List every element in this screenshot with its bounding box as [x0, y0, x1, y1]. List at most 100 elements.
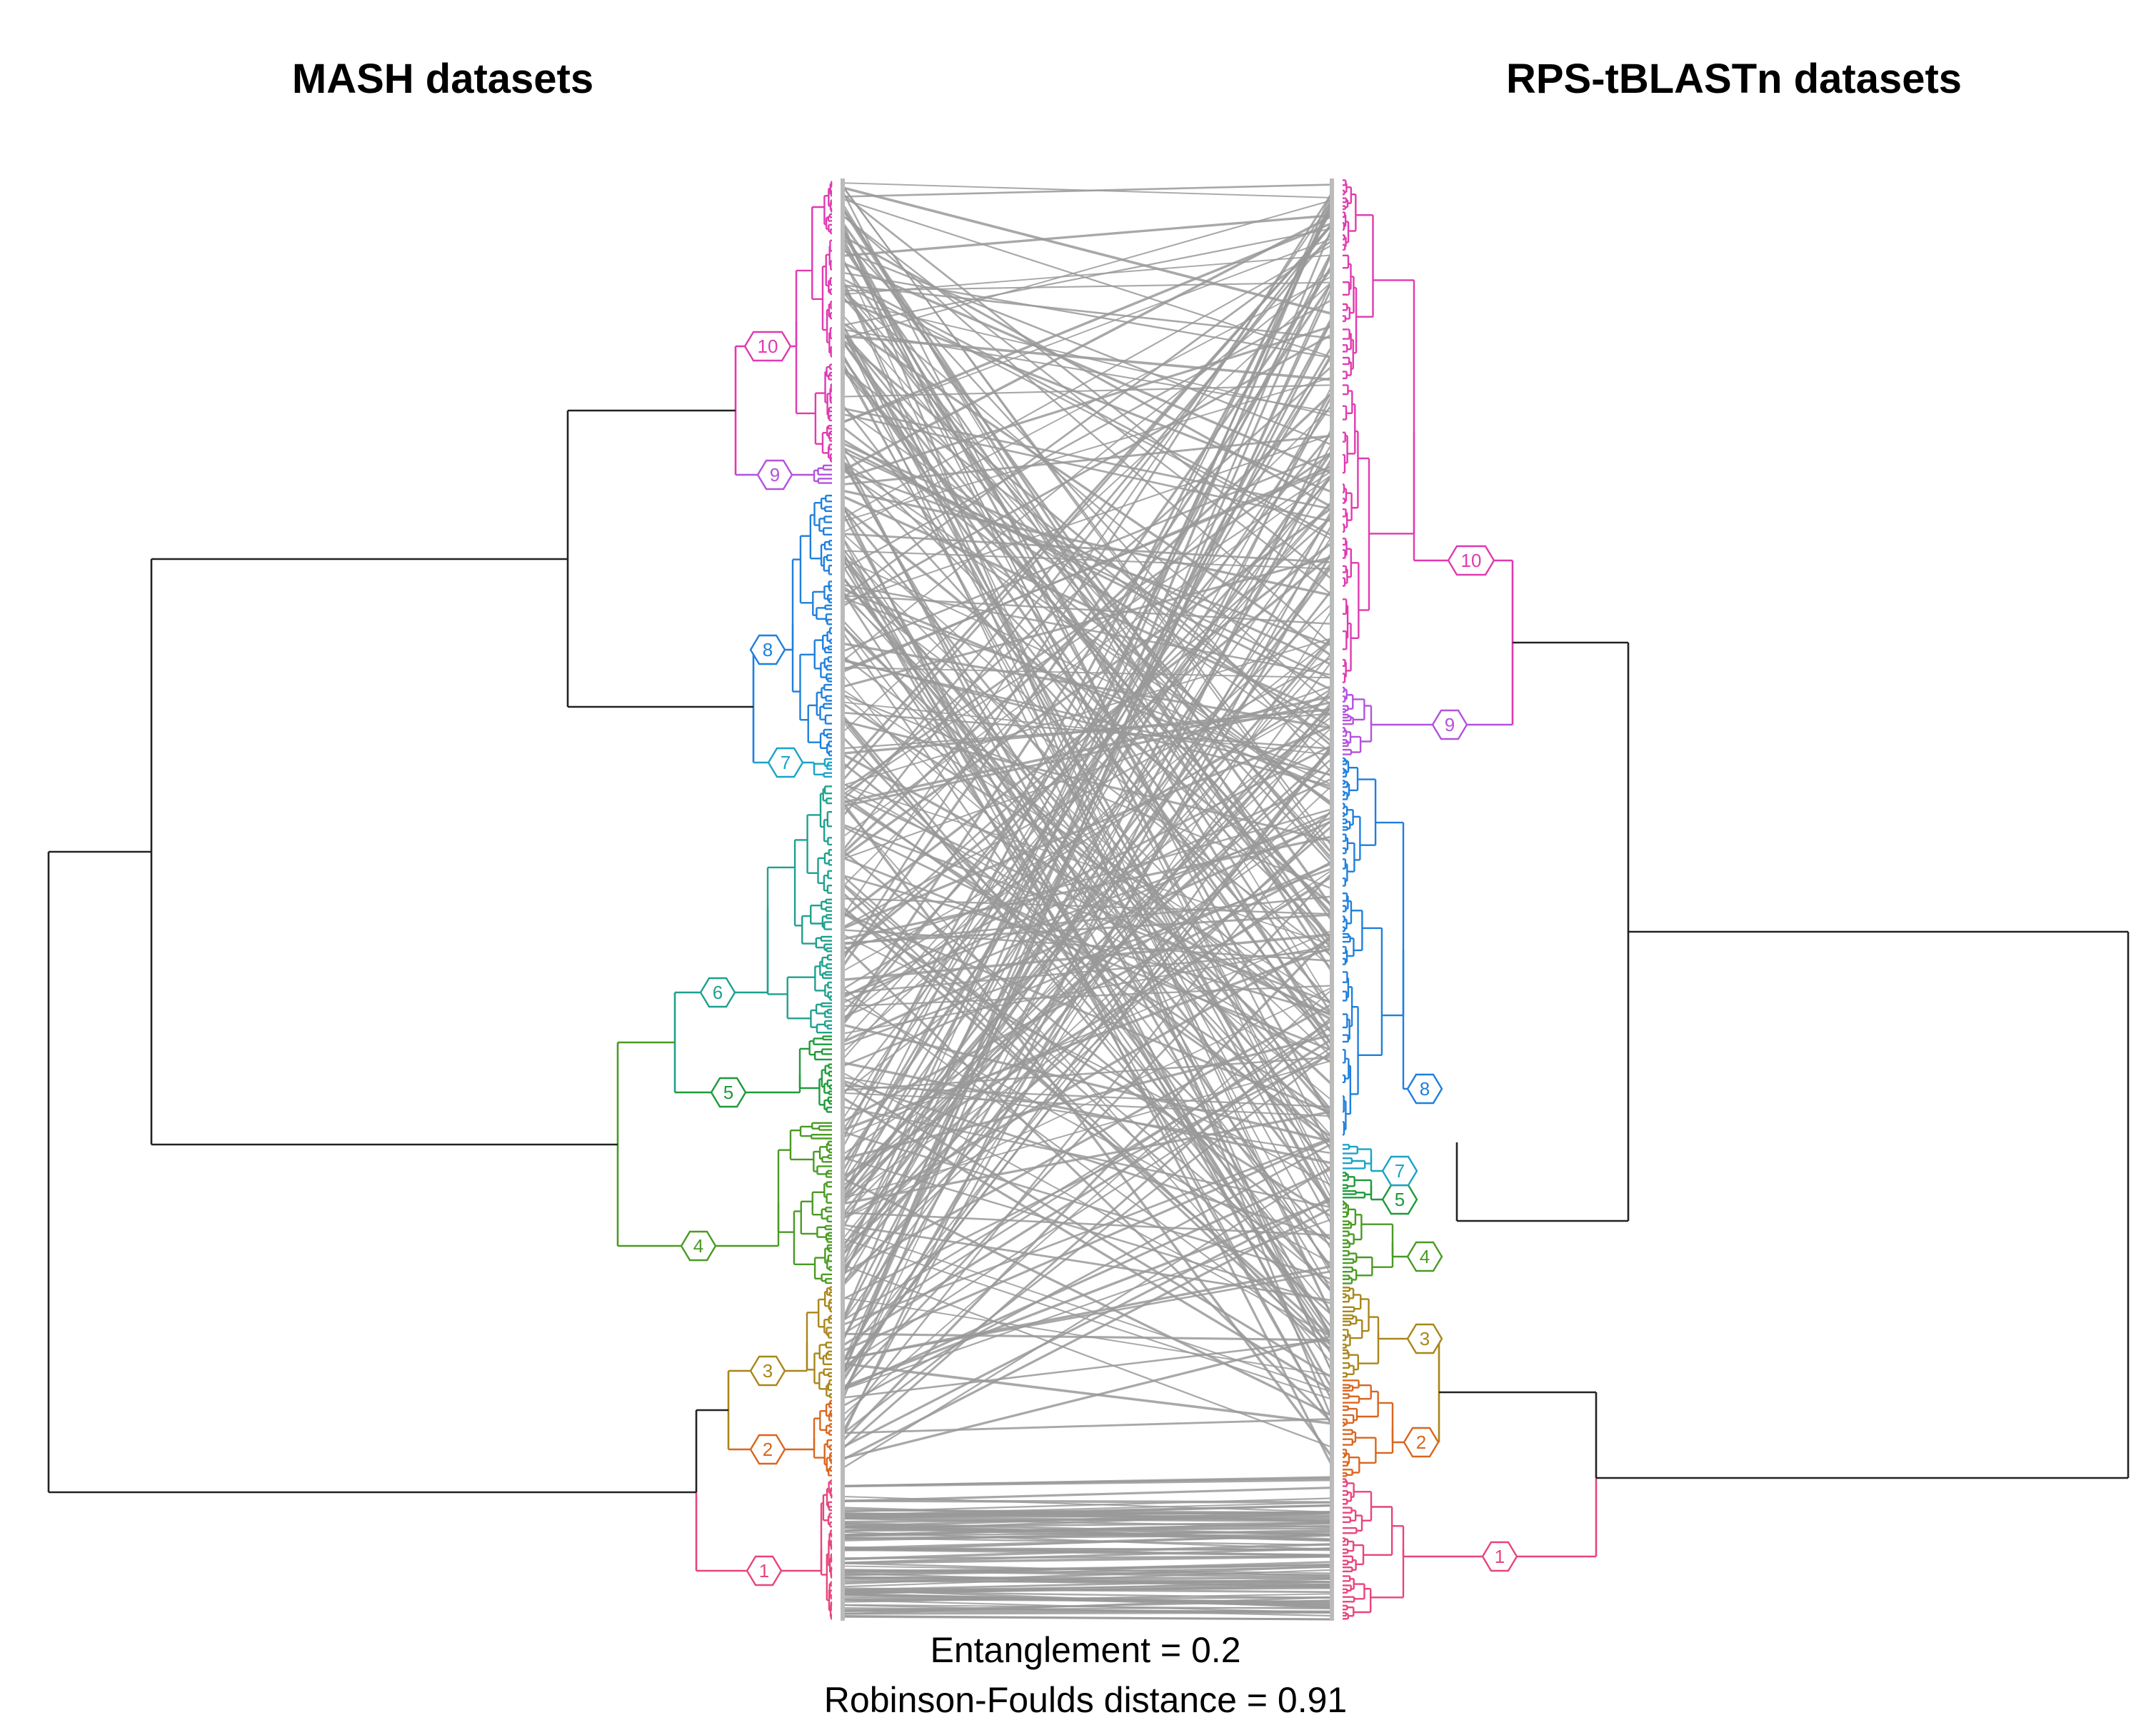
connector-line	[841, 717, 1333, 1329]
right-cluster-7	[1343, 1144, 1400, 1172]
right-title: RPS-tBLASTn datasets	[1506, 56, 1962, 102]
connector-line	[842, 328, 1333, 413]
connector-line	[842, 1339, 1333, 1399]
connector-line	[842, 1060, 1333, 1200]
left-cluster-label-8-hexagon	[749, 634, 786, 665]
connector-line	[842, 331, 1333, 866]
connector-line	[842, 1418, 1333, 1434]
connector-line	[841, 227, 1333, 1401]
connector-line	[842, 1569, 1333, 1588]
connector-line	[842, 1237, 1333, 1400]
connector-line	[842, 1548, 1333, 1552]
right-cluster-label-8-hexagon	[1406, 1073, 1443, 1105]
connector-line	[842, 257, 1333, 1316]
right-cluster-label-10-hexagon	[1447, 545, 1495, 576]
connector-line	[841, 590, 1333, 1347]
connector-line	[842, 1165, 1333, 1469]
connector-line	[842, 203, 1333, 1007]
right-cluster-label-1: 1	[1481, 1541, 1518, 1572]
right-cluster-label-3: 3	[1406, 1323, 1443, 1354]
connector-line	[842, 720, 1333, 843]
connector-line	[842, 1052, 1333, 1301]
connector-line	[842, 447, 1333, 940]
connector-line	[842, 911, 1333, 1218]
left-cluster-label-6-text: 6	[713, 982, 723, 1003]
connector-line	[841, 689, 1333, 1256]
connector-line	[842, 405, 1333, 887]
connector-line	[842, 1487, 1333, 1503]
connector-line	[842, 867, 1333, 1047]
connector-line	[842, 413, 1333, 523]
connector-line	[842, 500, 1333, 1043]
connector-line	[842, 987, 1333, 1350]
left-cluster-label-3-text: 3	[763, 1360, 773, 1382]
connector-line	[842, 1562, 1333, 1577]
connector-line	[841, 872, 1333, 1390]
connector-line	[842, 1362, 1333, 1425]
connector-line	[842, 1224, 1333, 1302]
left-cluster-label-9-text: 9	[770, 464, 780, 486]
connector-line	[841, 523, 1333, 1433]
connector-line	[842, 1076, 1333, 1155]
entanglement-label: Entanglement = 0.2	[930, 1630, 1240, 1670]
right-cluster-label-5-text: 5	[1395, 1189, 1405, 1210]
left-cluster-label-2: 2	[749, 1434, 786, 1465]
connector-line	[842, 987, 1333, 1220]
connector-line	[842, 1587, 1333, 1594]
connector-line	[842, 1543, 1333, 1561]
connector-line	[842, 376, 1333, 522]
right-cluster-label-8-text: 8	[1420, 1078, 1430, 1100]
connector-line	[842, 1517, 1333, 1523]
connector-line	[842, 1131, 1333, 1281]
connector-line	[842, 249, 1333, 446]
connector-line	[842, 637, 1333, 786]
left-cluster-8	[768, 494, 832, 757]
right-cluster-label-9: 9	[1431, 709, 1468, 740]
connector-line	[842, 284, 1333, 339]
connector-line	[842, 1264, 1333, 1448]
left-cluster-6	[718, 785, 832, 1034]
connector-line	[841, 506, 1333, 859]
right-cluster-9	[1343, 686, 1450, 755]
left-cluster-label-10-hexagon	[743, 331, 792, 362]
connector-line	[841, 451, 1333, 1164]
connector-line	[842, 271, 1333, 359]
connector-line	[841, 625, 1333, 1086]
left-dendrogram	[47, 181, 833, 1620]
connector-line	[842, 1270, 1333, 1361]
connector-line	[842, 875, 1333, 1316]
connector-line	[842, 361, 1333, 1277]
right-cluster-8	[1343, 757, 1425, 1136]
left-cluster-4	[698, 1122, 832, 1284]
connector-line	[842, 434, 1333, 486]
right-cluster-label-5: 5	[1381, 1184, 1418, 1215]
connector-line	[842, 1555, 1333, 1564]
connector-line	[841, 251, 1333, 1197]
connector-line	[841, 281, 1333, 1025]
connector-line	[842, 1196, 1333, 1449]
connector-line	[842, 182, 1333, 198]
connector-line	[841, 223, 1333, 772]
connector-line	[842, 745, 1333, 1376]
connector-line	[842, 1502, 1333, 1516]
connector-line	[842, 1046, 1333, 1368]
connector-line	[842, 1614, 1333, 1621]
connector-line	[842, 228, 1333, 326]
left-cluster-10	[768, 181, 833, 463]
connector-line	[842, 1033, 1333, 1160]
connector-line	[842, 1569, 1333, 1579]
right-cluster-label-1-hexagon	[1481, 1541, 1518, 1572]
connector-line	[841, 228, 1333, 1123]
connector-line	[842, 1527, 1333, 1542]
connector-line	[841, 510, 1333, 1364]
left-cluster-label-6: 6	[699, 977, 736, 1008]
left-cluster-label-6-hexagon	[699, 977, 736, 1008]
connector-line	[841, 329, 1333, 1372]
right-cluster-label-3-hexagon	[1406, 1323, 1443, 1354]
left-cluster-label-5: 5	[710, 1077, 747, 1108]
connector-line	[842, 1576, 1333, 1586]
connector-line	[842, 198, 1333, 358]
right-cluster-label-10-text: 10	[1461, 550, 1482, 571]
left-cluster-label-4-text: 4	[693, 1235, 703, 1257]
connector-line	[841, 565, 1333, 1336]
